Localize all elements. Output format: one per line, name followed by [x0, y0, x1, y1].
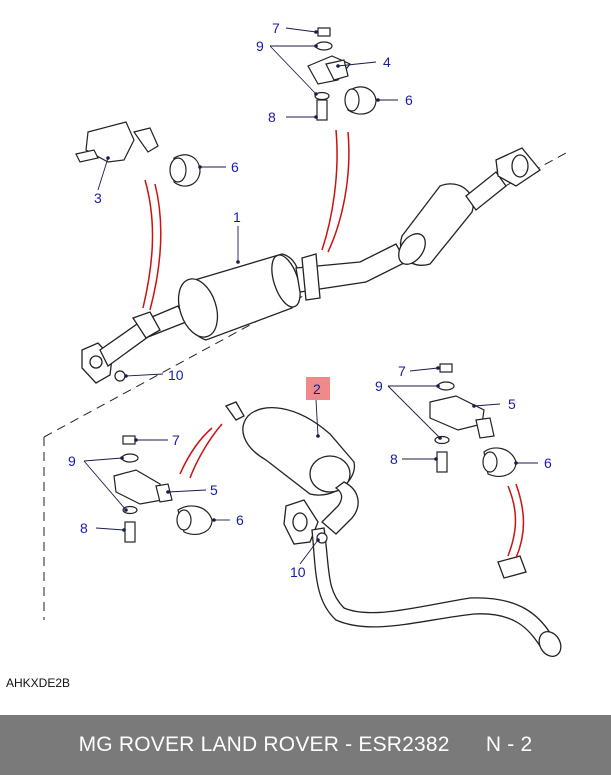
lower-locator-lines	[179, 423, 525, 559]
callout-2[interactable]: 2	[313, 381, 321, 397]
callout-7-upper[interactable]: 7	[272, 20, 280, 36]
fastener-10-upper	[114, 370, 126, 382]
footer-brand-text: MG ROVER LAND ROVER - ESR2382	[78, 733, 450, 756]
bracket-5-left-group	[113, 435, 213, 543]
exhaust-parts-diagram: 7 9 4 8 6 6 3 1 10 2 7 9 5 8 6 10 7 9 5 …	[43, 20, 567, 657]
callout-5-lower-right[interactable]: 5	[508, 396, 516, 412]
callout-1[interactable]: 1	[233, 209, 241, 225]
callout-7-lower-left[interactable]: 7	[172, 432, 180, 448]
footer-bar: MG ROVER LAND ROVER - ESR2382 N - 2	[0, 715, 611, 775]
callout-3[interactable]: 3	[94, 190, 102, 206]
bracket-5-right-group	[429, 363, 517, 477]
callout-9-lower-right[interactable]: 9	[375, 378, 383, 394]
lower-exhaust-pipe	[224, 401, 562, 657]
callout-10-lower[interactable]: 10	[290, 564, 306, 580]
upper-exhaust-pipe	[81, 147, 541, 384]
callout-7-lower-right[interactable]: 7	[398, 363, 406, 379]
callout-8-lower-left[interactable]: 8	[80, 520, 88, 536]
callout-10-upper[interactable]: 10	[168, 367, 184, 383]
footer-spacer	[450, 733, 486, 757]
callout-6-lower-right[interactable]: 6	[544, 455, 552, 471]
callout-6-lower-left[interactable]: 6	[236, 512, 244, 528]
callout-8-upper[interactable]: 8	[268, 109, 276, 125]
bracket-3-group	[75, 121, 201, 187]
upper-locator-lines	[142, 129, 350, 311]
section-divider	[43, 152, 567, 620]
callout-9-upper[interactable]: 9	[256, 38, 264, 54]
callout-6-upper-left[interactable]: 6	[231, 159, 239, 175]
part-2-highlight	[306, 377, 330, 400]
callout-6-upper-right[interactable]: 6	[405, 92, 413, 108]
callout-numbers: 7 9 4 8 6 6 3 1 10 2 7 9 5 8 6 10 7 9 5 …	[68, 20, 552, 580]
callout-5-lower-left[interactable]: 5	[210, 482, 218, 498]
callout-8-lower-right[interactable]: 8	[390, 451, 398, 467]
callout-9-lower-left[interactable]: 9	[68, 453, 76, 469]
footer-page-text: N - 2	[485, 733, 533, 756]
image-code: AHKXDE2B	[6, 676, 71, 690]
leader-lines	[83, 27, 538, 565]
callout-4[interactable]: 4	[383, 54, 391, 70]
bracket-4-group	[307, 27, 377, 121]
